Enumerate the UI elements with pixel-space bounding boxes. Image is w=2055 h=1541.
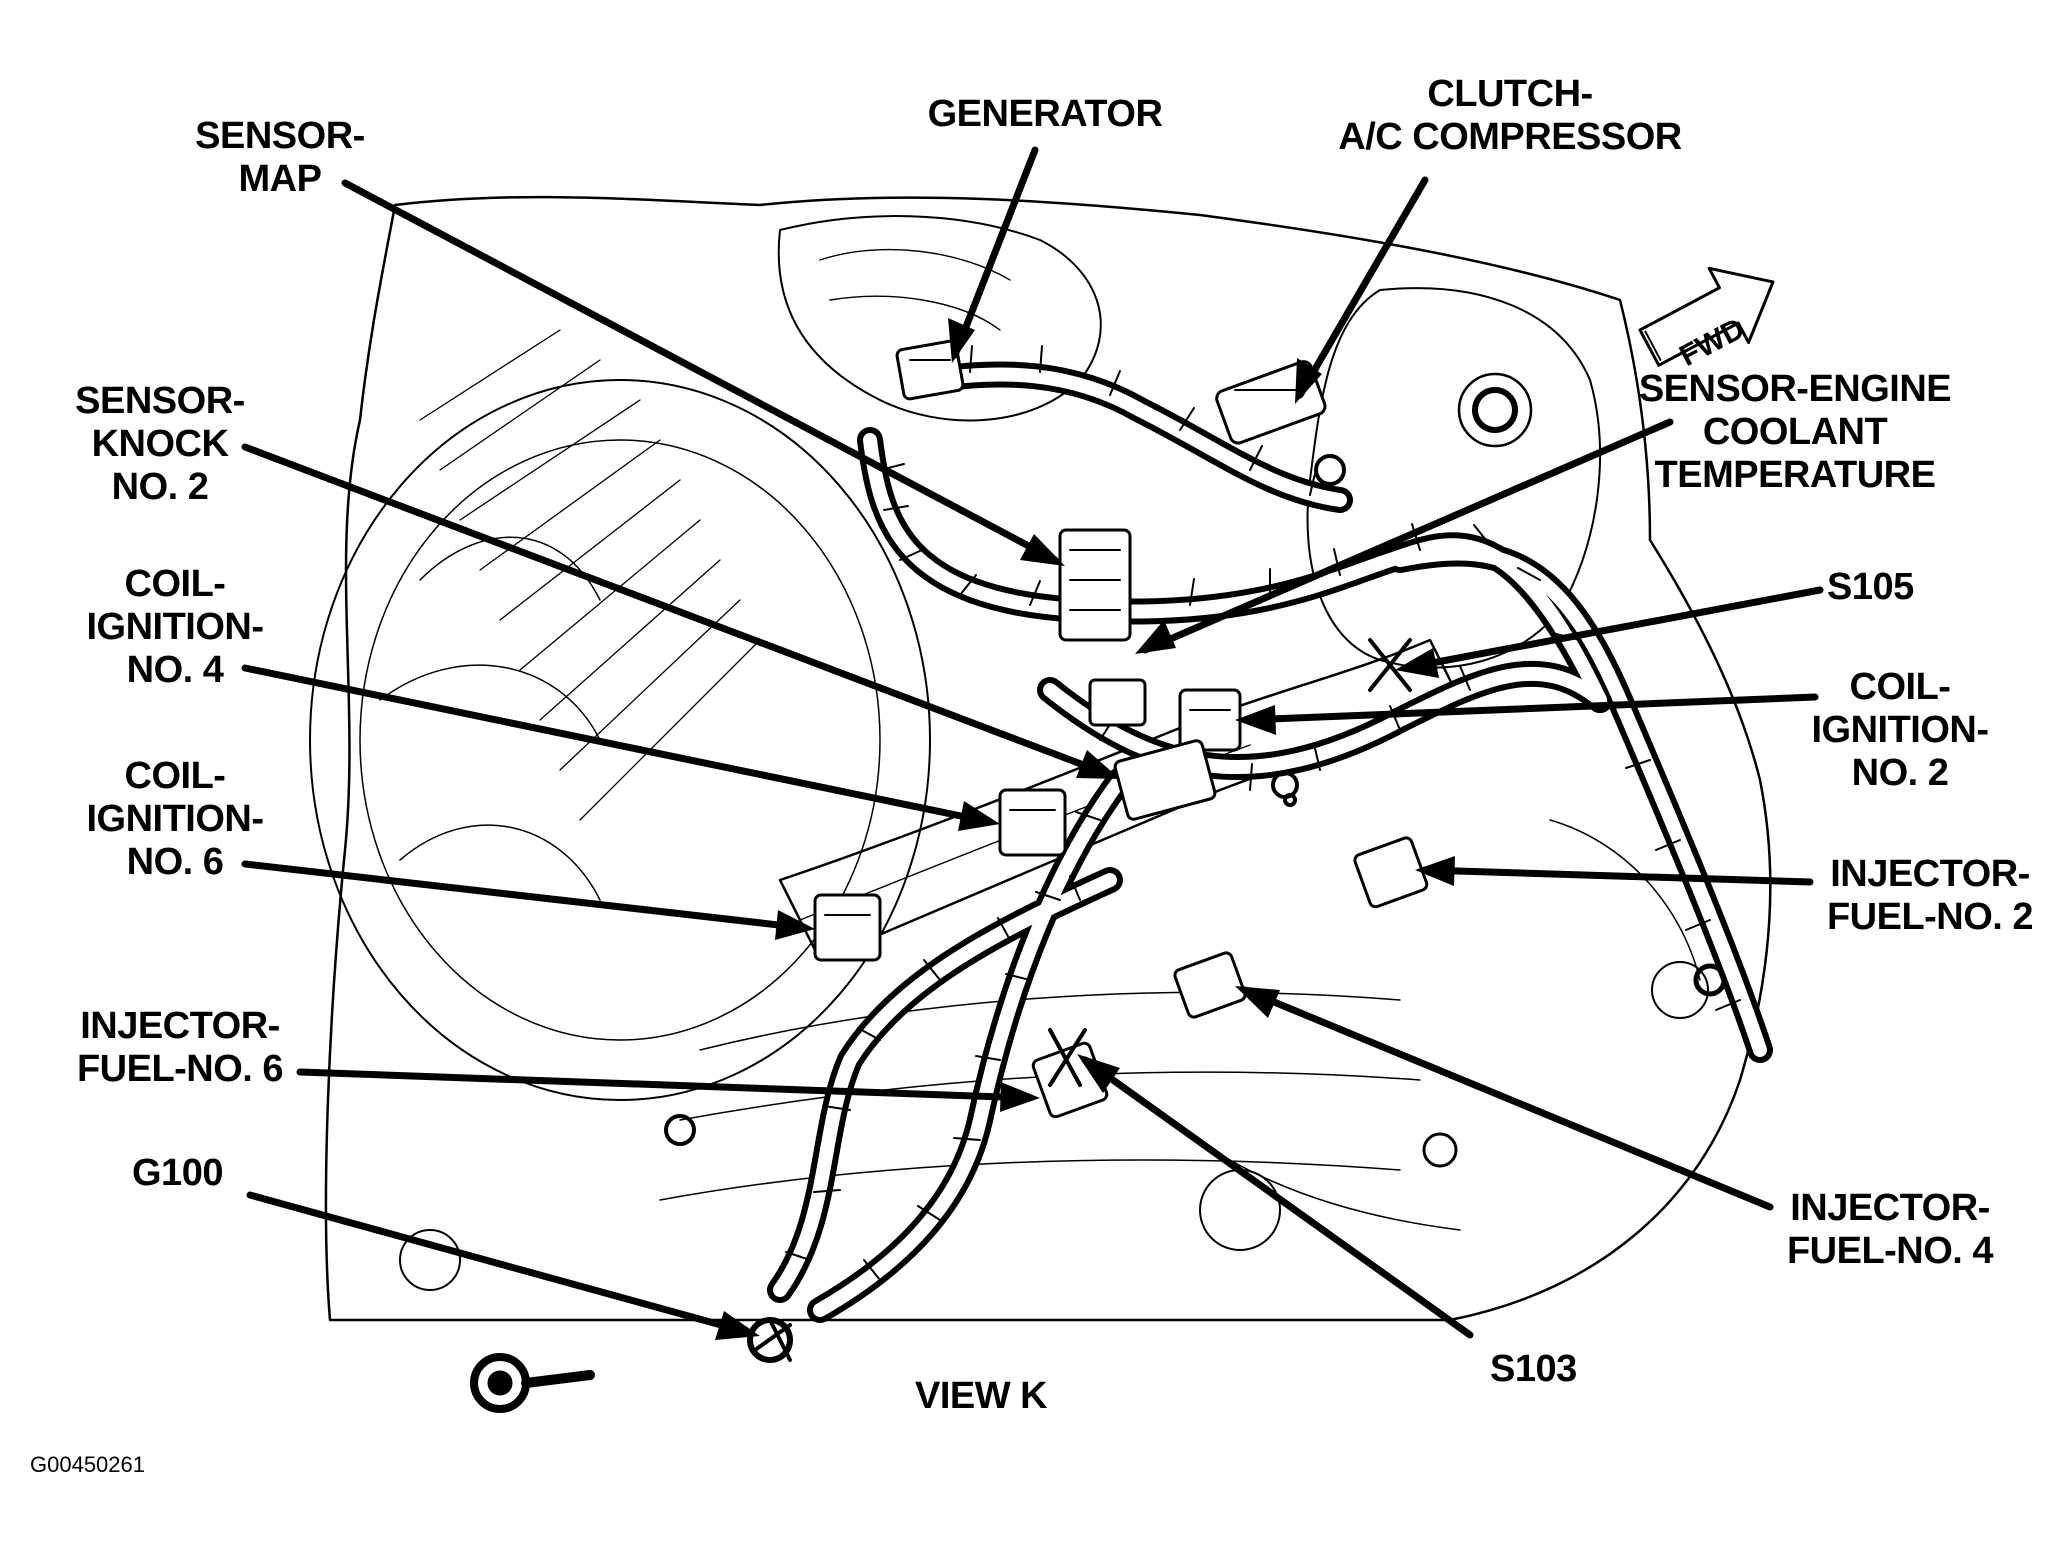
label-injector-fuel-no4: INJECTOR- FUEL-NO. 4 bbox=[1786, 1187, 1994, 1272]
coil-6-connector bbox=[813, 893, 882, 962]
leader-generator bbox=[951, 146, 1039, 359]
injector-2-connector bbox=[1353, 836, 1429, 909]
s105-splice-mark bbox=[1368, 638, 1412, 692]
leader-s105 bbox=[1401, 586, 1824, 672]
label-coil-ignition-no4: COIL- IGNITION- NO. 4 bbox=[86, 563, 264, 691]
leader-sensor-knock bbox=[241, 443, 1114, 779]
ect-sensor-connector bbox=[1088, 678, 1147, 727]
leader-sensor-map bbox=[341, 179, 1059, 564]
coil-4-connector bbox=[998, 788, 1067, 857]
leader-injector-4 bbox=[1241, 986, 1774, 1211]
injector-4-connector bbox=[1173, 951, 1247, 1019]
leader-sensor-ect bbox=[1141, 418, 1674, 654]
label-sensor-knock-no2: SENSOR- KNOCK NO. 2 bbox=[75, 380, 245, 508]
engine-outline bbox=[324, 195, 1772, 1322]
map-sensor-connector bbox=[1058, 528, 1132, 642]
leader-coil-2 bbox=[1241, 693, 1819, 724]
leader-coil-4 bbox=[241, 664, 994, 826]
leader-clutch-ac bbox=[1296, 176, 1429, 399]
label-g100: G100 bbox=[132, 1152, 223, 1194]
leader-arrowheads bbox=[715, 318, 1455, 1340]
label-generator: GENERATOR bbox=[927, 93, 1163, 135]
s103-splice-mark bbox=[1048, 1028, 1087, 1087]
valve-cover bbox=[1306, 287, 1601, 669]
knock-sensor-connector bbox=[1113, 739, 1217, 821]
leader-g100 bbox=[246, 1191, 754, 1337]
figure-code: G00450261 bbox=[30, 1452, 145, 1477]
generator-connector bbox=[895, 339, 965, 401]
label-coil-ignition-no2: COIL- IGNITION- NO. 2 bbox=[1811, 666, 1989, 794]
fan-shroud bbox=[309, 379, 931, 1101]
forward-arrow bbox=[1638, 266, 1775, 367]
leader-injector-6 bbox=[296, 1068, 1034, 1102]
label-s103: S103 bbox=[1490, 1348, 1577, 1390]
leader-coil-6 bbox=[241, 860, 809, 932]
label-injector-fuel-no2: INJECTOR- FUEL-NO. 2 bbox=[1826, 853, 2034, 938]
wiring-harness bbox=[767, 361, 1773, 1323]
leader-s103 bbox=[1081, 1056, 1474, 1339]
leader-lines bbox=[241, 146, 1824, 1339]
label-s105: S105 bbox=[1827, 566, 1914, 608]
g100-ground-bolt bbox=[470, 1317, 793, 1413]
label-coil-ignition-no6: COIL- IGNITION- NO. 6 bbox=[86, 755, 264, 883]
label-sensor-map: SENSOR- MAP bbox=[195, 115, 365, 200]
leader-injector-2 bbox=[1421, 866, 1814, 886]
label-clutch-ac-compressor: CLUTCH- A/C COMPRESSOR bbox=[1338, 73, 1682, 158]
oil-cap bbox=[1457, 372, 1533, 448]
label-sensor-engine-coolant-temperature: SENSOR-ENGINE COOLANT TEMPERATURE bbox=[1638, 368, 1952, 496]
view-title: VIEW K bbox=[915, 1375, 1048, 1417]
label-injector-fuel-no6: INJECTOR- FUEL-NO. 6 bbox=[76, 1005, 284, 1090]
